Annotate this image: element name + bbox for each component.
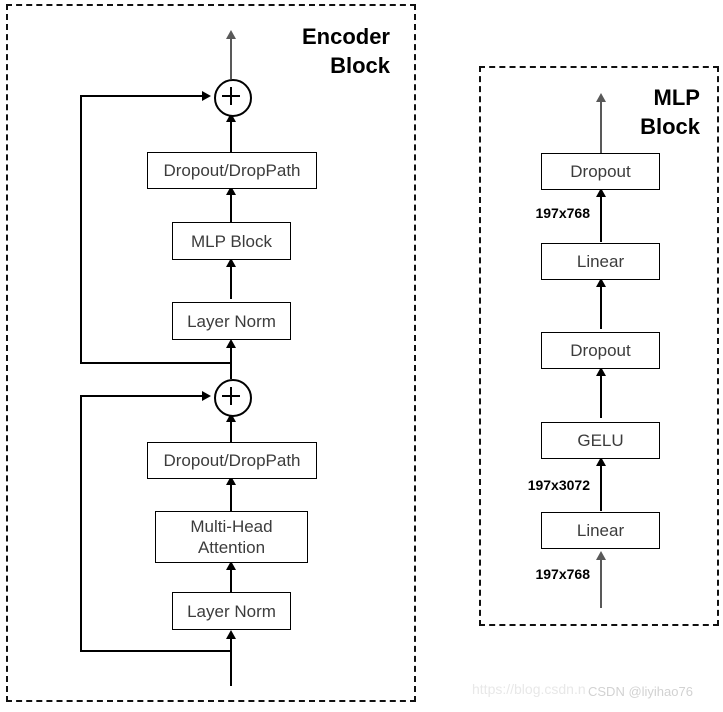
encoder-skip-bottom-horizontal	[80, 395, 204, 397]
encoder-skip-top-arrowhead	[202, 91, 211, 101]
encoder-line-ln-to-mha	[230, 565, 232, 592]
node-mlp-gelu[interactable]: GELU	[541, 422, 660, 459]
node-mlp-dropout-top[interactable]: Dropout	[541, 153, 660, 190]
mlp-line-gelu-to-dropout	[600, 371, 602, 418]
mlp-dim-label-after-linear-bottom: 197x3072	[527, 477, 590, 493]
encoder-input-arrowhead	[226, 630, 236, 639]
encoder-block-title: Encoder Block	[301, 24, 390, 78]
mlp-arrow-linear-to-dropout-top	[596, 188, 606, 197]
watermark-url: https://blog.csdn.n	[472, 681, 586, 697]
mlp-arrow-gelu-to-dropout	[596, 367, 606, 376]
encoder-line-mha-to-droppath	[230, 480, 232, 512]
mlp-line-dropout-to-linear-top	[600, 282, 602, 329]
encoder-line-add-to-ln-top	[230, 343, 232, 379]
node-dropout-droppath-top[interactable]: Dropout/DropPath	[147, 152, 317, 189]
mlp-dim-label-input: 197x768	[535, 566, 590, 582]
encoder-skip-top-branch	[80, 362, 231, 364]
node-mlp-linear-bottom[interactable]: Linear	[541, 512, 660, 549]
encoder-line-droppath-to-add-bottom	[230, 417, 232, 452]
mlp-block-title: MLP Block	[640, 85, 700, 139]
encoder-arrow-ln-to-mlp	[226, 258, 236, 267]
encoder-arrow-ln-to-mha	[226, 561, 236, 570]
node-dropout-droppath-bottom[interactable]: Dropout/DropPath	[147, 442, 317, 479]
mlp-input-arrowhead	[596, 551, 606, 560]
mlp-line-linear-to-gelu	[600, 461, 602, 511]
encoder-arrow-mlp-to-droppath	[226, 186, 236, 195]
encoder-skip-bottom-vertical	[80, 396, 82, 651]
node-mlp-block[interactable]: MLP Block	[172, 222, 291, 260]
encoder-block-container	[6, 4, 416, 702]
mlp-output-arrowhead	[596, 93, 606, 102]
encoder-output-line	[230, 34, 232, 79]
encoder-line-ln-to-mlp	[230, 262, 232, 299]
mlp-arrow-linear-to-gelu	[596, 457, 606, 466]
node-layer-norm-top[interactable]: Layer Norm	[172, 302, 291, 340]
encoder-output-arrowhead	[226, 30, 236, 39]
encoder-add-bottom	[214, 379, 252, 417]
encoder-arrow-add-to-ln-top	[226, 339, 236, 348]
encoder-arrow-droppath-to-add-top	[226, 113, 236, 122]
node-mlp-linear-top[interactable]: Linear	[541, 243, 660, 280]
encoder-skip-bottom-branch	[80, 650, 231, 652]
encoder-line-droppath-to-add-top	[230, 117, 232, 152]
encoder-arrow-droppath-to-add-bottom	[226, 413, 236, 422]
node-multi-head-attention[interactable]: Multi-Head Attention	[155, 511, 308, 563]
encoder-input-line	[230, 634, 232, 686]
mlp-dim-label-after-linear-top: 197x768	[535, 205, 590, 221]
mlp-output-line	[600, 97, 602, 154]
mlp-block-container	[479, 66, 719, 626]
node-layer-norm-bottom[interactable]: Layer Norm	[172, 592, 291, 630]
encoder-skip-top-horizontal	[80, 95, 204, 97]
node-mlp-dropout-mid[interactable]: Dropout	[541, 332, 660, 369]
mlp-arrow-dropout-to-linear-top	[596, 278, 606, 287]
encoder-add-top	[214, 79, 252, 117]
encoder-line-mlp-to-droppath	[230, 190, 232, 223]
watermark-username: CSDN @liyihao76	[588, 684, 693, 699]
encoder-arrow-mha-to-droppath	[226, 476, 236, 485]
encoder-skip-top-vertical	[80, 96, 82, 363]
mlp-input-line	[600, 555, 602, 608]
encoder-skip-bottom-arrowhead	[202, 391, 211, 401]
mlp-line-linear-to-dropout-top	[600, 192, 602, 242]
